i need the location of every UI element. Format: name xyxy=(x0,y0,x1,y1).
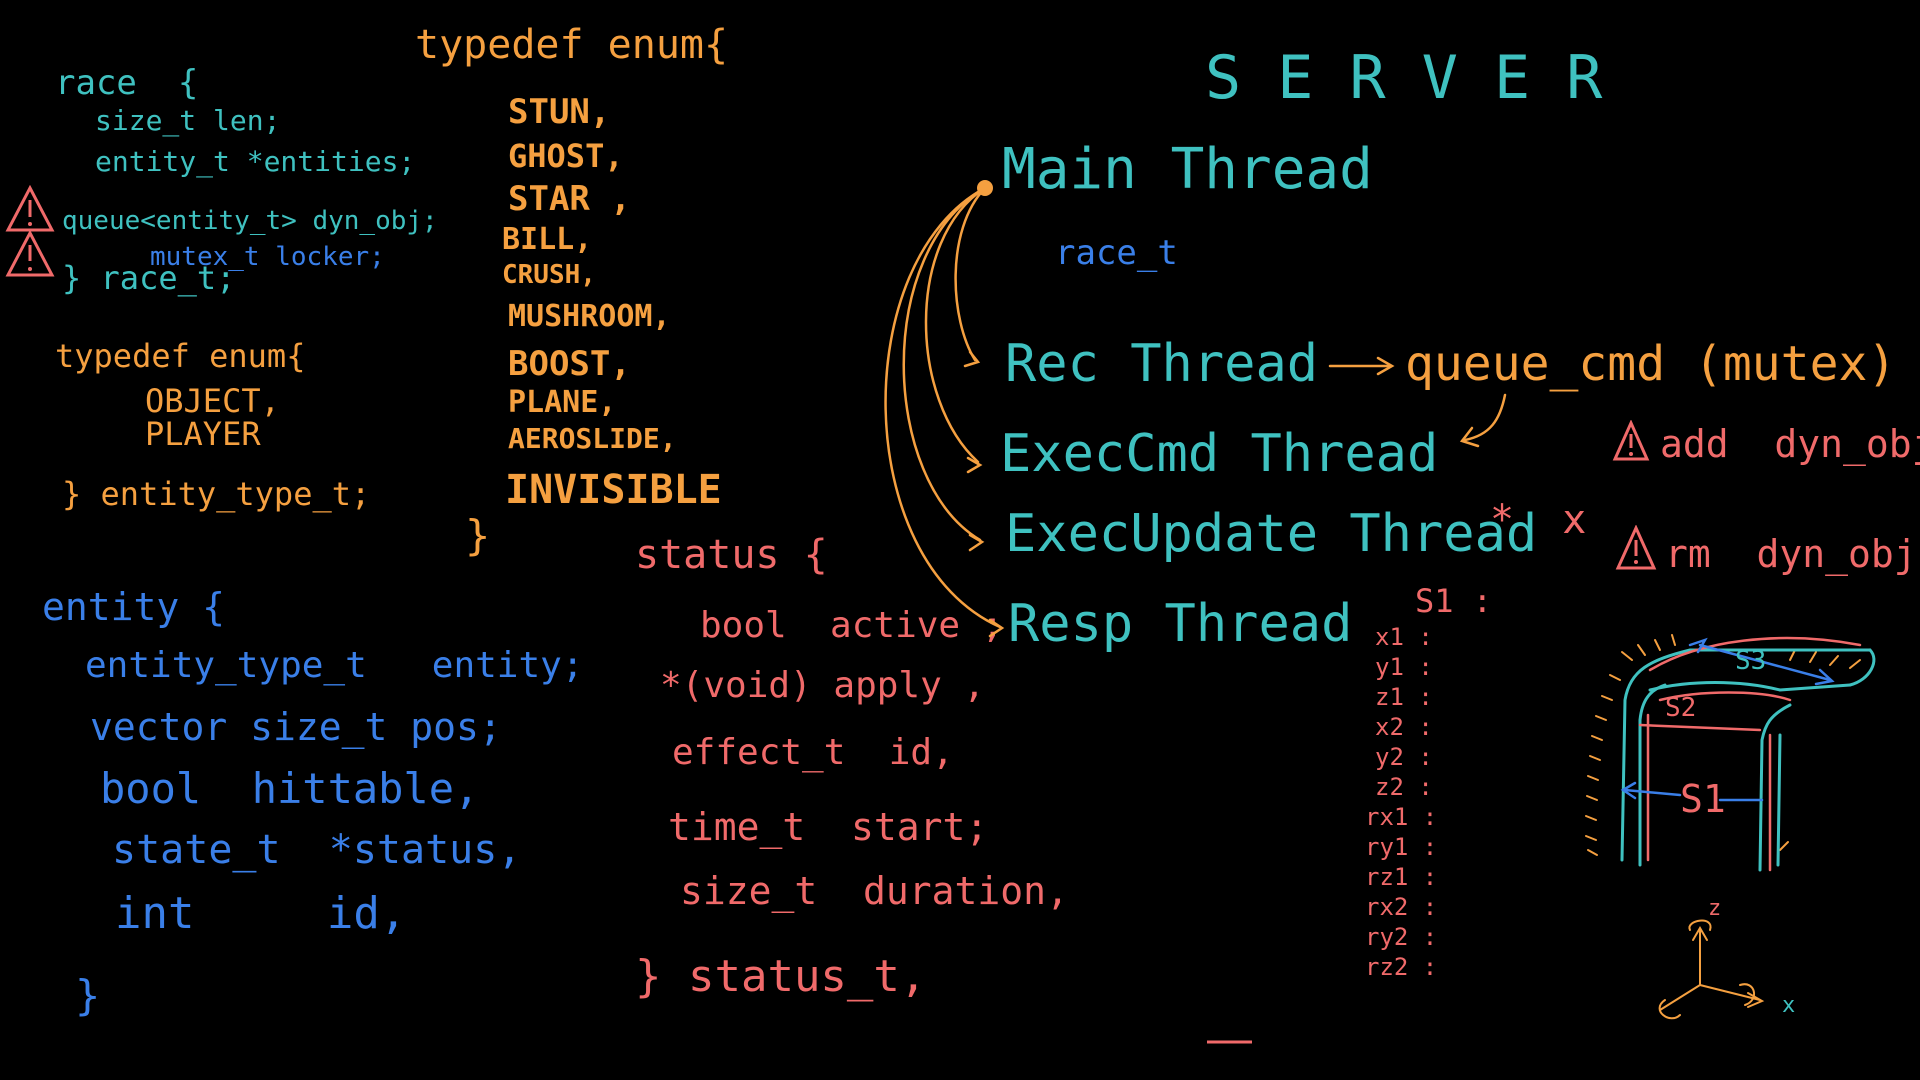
coords-row: y1 : xyxy=(1375,653,1433,681)
race-struct-tail: } race_t; xyxy=(62,259,236,297)
entity-struct-tail: } xyxy=(75,971,101,1020)
enum-effect-item: INVISIBLE xyxy=(505,467,722,513)
race-t-label: race_t xyxy=(1055,233,1178,273)
axis-label-x: x xyxy=(1782,993,1796,1018)
sketch-label-s3: S3 xyxy=(1735,646,1767,676)
enum-entity-type-tail: } entity_type_t; xyxy=(62,475,371,513)
enum-effect-head: typedef enum{ xyxy=(415,22,729,68)
enum-effect-item: BOOST, xyxy=(508,344,631,384)
coords-row: z1 : xyxy=(1375,683,1433,711)
queue-cmd-label: queue_cmd (mutex) xyxy=(1405,336,1897,392)
status-field-start: time_t start; xyxy=(668,805,989,849)
entity-struct-head: entity { xyxy=(42,585,226,629)
coords-head: S1 : xyxy=(1415,582,1493,620)
warning-icon xyxy=(1615,525,1657,570)
coords-row: y2 : xyxy=(1375,743,1433,771)
race-struct-head: race { xyxy=(55,63,199,103)
coords-row: x1 : xyxy=(1375,623,1433,651)
main-thread-label: Main Thread xyxy=(1002,137,1373,202)
status-field-duration: size_t duration, xyxy=(680,869,1069,913)
coords-row: ry2 : xyxy=(1365,923,1438,951)
rm-dyn-obj-label: rm dyn_obj xyxy=(1665,532,1917,576)
status-field-apply: *(void) apply , xyxy=(660,665,986,706)
entity-field-hittable: bool hittable, xyxy=(100,764,480,813)
axis-label-z: z xyxy=(1708,896,1722,921)
race-field-entities: entity_t *entities; xyxy=(95,145,416,178)
sketch-label-s2: S2 xyxy=(1665,693,1697,723)
entity-field-pos: vector size_t pos; xyxy=(90,705,502,749)
enum-effect-item: GHOST, xyxy=(508,137,624,175)
enum-effect-item: CRUSH, xyxy=(502,260,596,290)
coords-row: rz2 : xyxy=(1365,953,1438,981)
coords-row: x2 : xyxy=(1375,713,1433,741)
coords-row: rx2 : xyxy=(1365,893,1438,921)
coords-row: rx1 : xyxy=(1365,803,1438,831)
coords-row: ry1 : xyxy=(1365,833,1438,861)
entity-field-entity: entity_type_t entity; xyxy=(85,645,584,686)
exec-update-note: * x xyxy=(1490,497,1587,543)
server-title: S E R V E R xyxy=(1205,43,1603,113)
race-field-dyn-obj: queue<entity_t> dyn_obj; xyxy=(62,206,438,236)
race-field-locker: mutex_t locker; xyxy=(150,242,385,272)
race-field-len: size_t len; xyxy=(95,104,281,137)
status-field-id: effect_t id, xyxy=(672,732,954,773)
enum-item-player: PLAYER xyxy=(145,415,261,453)
coords-row: rz1 : xyxy=(1365,863,1438,891)
rec-thread-label: Rec Thread xyxy=(1005,334,1319,394)
entity-field-id: int id, xyxy=(115,888,407,939)
enum-entity-type-head: typedef enum{ xyxy=(55,337,306,375)
enum-effect-item: PLANE, xyxy=(508,385,617,420)
status-struct-tail: } status_t, xyxy=(635,951,927,1002)
enum-effect-item: STAR , xyxy=(508,179,631,219)
resp-thread-label: Resp Thread xyxy=(1008,594,1353,654)
exec-cmd-thread-label: ExecCmd Thread xyxy=(1000,424,1439,484)
enum-effect-item: STUN, xyxy=(508,92,611,132)
sketch-label-s1: S1 xyxy=(1680,777,1726,821)
enum-effect-item: MUSHROOM, xyxy=(508,299,671,334)
coords-row: z2 : xyxy=(1375,773,1433,801)
entity-field-status: state_t *status, xyxy=(112,827,522,873)
enum-effect-item: AEROSLIDE, xyxy=(508,422,677,455)
enum-effect-item: BILL, xyxy=(502,222,593,257)
add-dyn-obj-label: add dyn_obj xyxy=(1660,422,1920,466)
warning-icon xyxy=(5,185,55,277)
status-struct-head: status { xyxy=(635,532,828,578)
enum-effect-tail: } xyxy=(465,511,491,560)
exec-update-thread-label: ExecUpdate Thread xyxy=(1005,504,1538,564)
enum-item-object: OBJECT, xyxy=(145,382,280,420)
status-field-active: bool active ; xyxy=(700,605,1004,646)
warning-icon xyxy=(1612,420,1650,461)
